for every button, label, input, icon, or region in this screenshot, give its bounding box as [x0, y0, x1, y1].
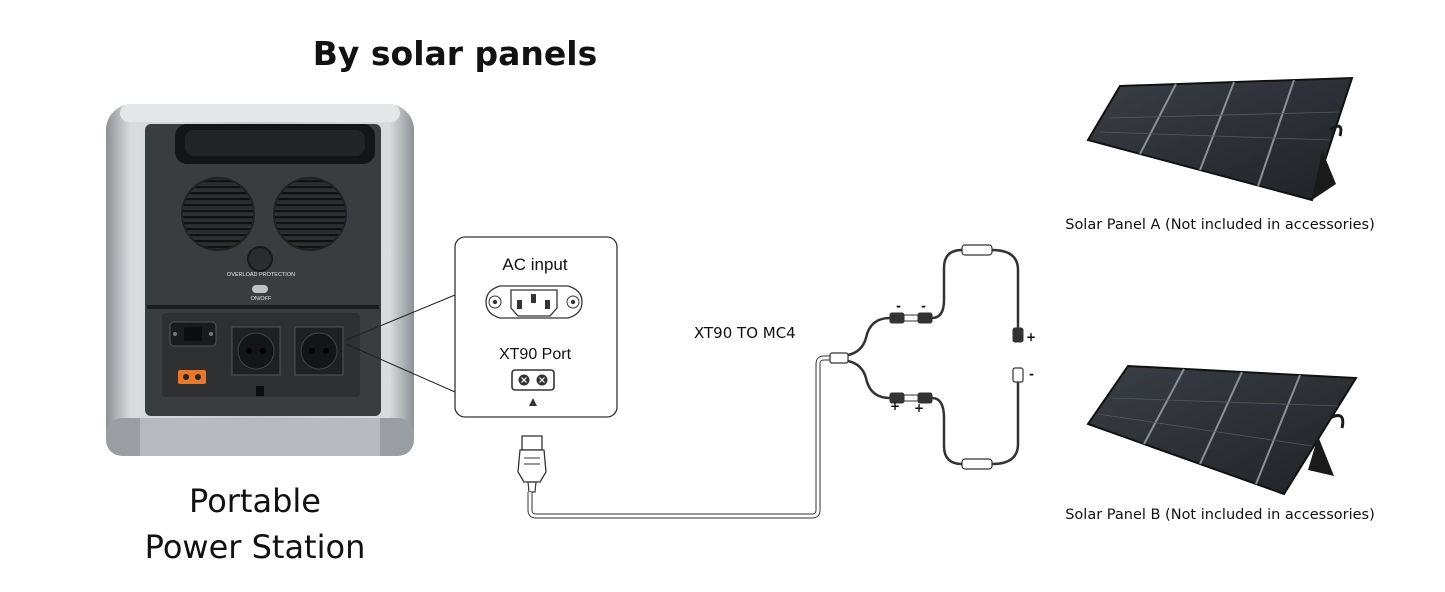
- polarity-plus-3: +: [1026, 330, 1037, 344]
- station-label-line2: Power Station: [144, 528, 366, 566]
- inset-box: [454, 236, 618, 418]
- cable-label: XT90 TO MC4: [694, 324, 796, 342]
- mc4-connector-icon: [889, 312, 905, 324]
- ac-inlet-center: [184, 327, 202, 341]
- power-station: [106, 104, 414, 456]
- overload-protection-label: OVERLOAD PROTECTION: [226, 272, 296, 278]
- overload-button-icon: [247, 246, 273, 272]
- solar-panel-b-label: Solar Panel B (Not included in accessori…: [1065, 507, 1375, 523]
- polarity-minus-3: -: [1029, 367, 1034, 381]
- panel-divider: [147, 305, 379, 309]
- callout-line-bottom: [345, 343, 456, 393]
- polarity-plus-2: +: [914, 401, 925, 415]
- polarity-plus-1: +: [890, 399, 901, 413]
- station-top-highlight: [120, 104, 400, 122]
- station-label-line1: Portable: [189, 482, 321, 520]
- xt90-to-mc4-cable: [517, 244, 1024, 519]
- port-inset: [454, 236, 618, 418]
- station-xt90-port-icon: [178, 370, 206, 384]
- solar-panel-b: [1086, 364, 1358, 496]
- polarity-minus-1: -: [896, 299, 901, 313]
- on-off-label: ON/OFF: [250, 296, 272, 302]
- insert-arrow-icon: [529, 398, 537, 406]
- diagram-title: By solar panels: [312, 34, 598, 73]
- solar-panel-a: [1086, 76, 1354, 202]
- power-switch-icon: [252, 285, 268, 293]
- xt90-plug-icon: [517, 449, 547, 483]
- ac-input-label: AC input: [502, 255, 568, 274]
- handle-recess: [185, 130, 365, 156]
- usb-port-icon: [256, 386, 264, 396]
- fan-left-icon: [181, 177, 255, 251]
- station-label: Portable Power Station: [110, 478, 400, 570]
- solar-panel-a-label: Solar Panel A (Not included in accessori…: [1065, 217, 1375, 233]
- fan-right-icon: [273, 177, 347, 251]
- xt90-plug-tip-icon: [521, 435, 543, 451]
- callout-line-top: [345, 294, 456, 341]
- xt90-port-icon: [511, 369, 555, 391]
- y-splitter-icon: [829, 352, 849, 364]
- xt90-port-label: XT90 Port: [498, 346, 572, 363]
- polarity-minus-2: -: [921, 299, 926, 313]
